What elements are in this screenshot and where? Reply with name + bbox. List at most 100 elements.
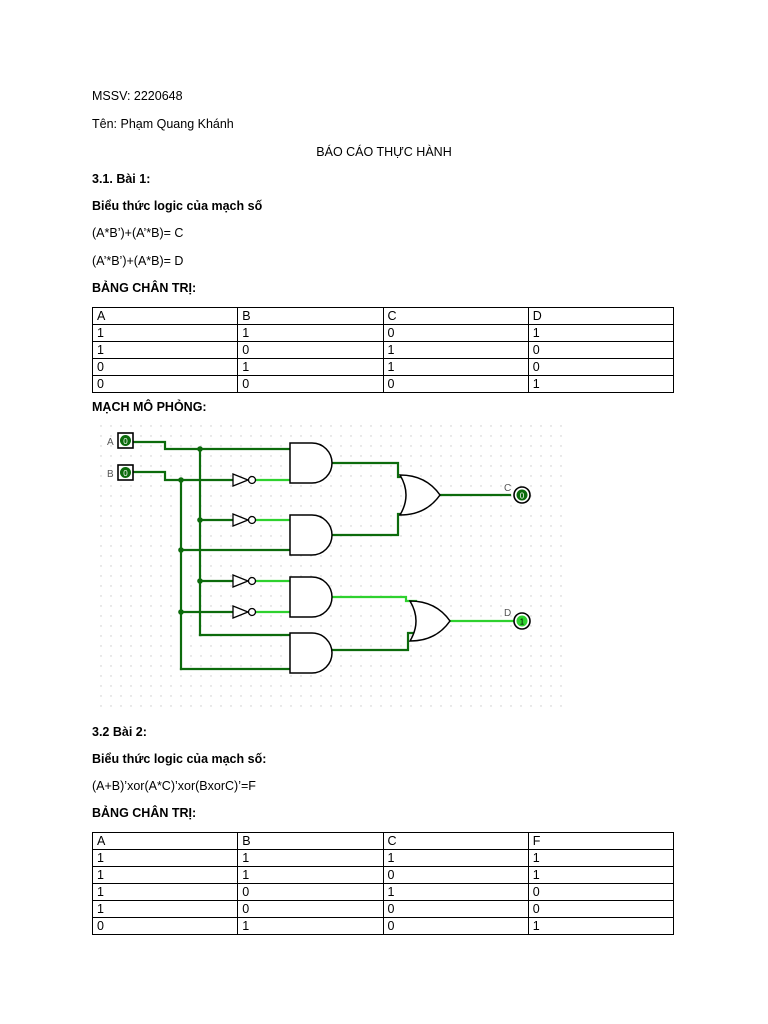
not-gate-4 xyxy=(232,605,250,619)
table-header-row: A B C F xyxy=(91,832,675,850)
table-row: 1 0 1 0 xyxy=(91,341,675,359)
not-bubble-3 xyxy=(247,576,257,586)
table-cell: 1 xyxy=(382,341,529,359)
table-cell: 0 xyxy=(237,375,384,393)
output-pin-c: C 0 xyxy=(504,483,531,504)
section1-truth-label: BẢNG CHÂN TRỊ: xyxy=(92,281,197,295)
truth-table-2: A B C F 1 1 1 1 1 1 0 1 1 0 1 0 1 0 0 0 … xyxy=(91,832,675,935)
table-cell: 1 xyxy=(527,375,675,393)
section1-expr-label: Biểu thức logic của mạch số xyxy=(92,199,263,213)
wire-junctions xyxy=(178,446,203,615)
table-cell: 1 xyxy=(91,866,239,884)
table-cell: 1 xyxy=(527,849,675,867)
section2-expr1: (A+B)’xor(A*C)’xor(BxorC)’=F xyxy=(92,779,256,793)
truth-table-1: A B C D 1 1 0 1 1 0 1 0 0 1 1 0 0 0 0 1 xyxy=(91,307,675,393)
header-cell: D xyxy=(527,307,675,325)
circuit-label: MẠCH MÔ PHỎNG: xyxy=(92,400,207,414)
table-row: 0 1 0 1 xyxy=(91,917,675,935)
not-gate-1 xyxy=(232,473,250,487)
input-a-value: 0 xyxy=(123,437,128,446)
or-gate-d xyxy=(408,600,451,642)
or-gate-c xyxy=(398,474,441,516)
table-cell: 0 xyxy=(91,375,239,393)
table-cell: 0 xyxy=(91,358,239,376)
header-cell: A xyxy=(91,832,239,850)
wire-b-trunk xyxy=(131,470,234,482)
header-cell: C xyxy=(382,832,529,850)
table-row: 1 0 0 0 xyxy=(91,900,675,918)
table-cell: 1 xyxy=(237,849,384,867)
table-cell: 1 xyxy=(382,358,529,376)
or-gates xyxy=(398,474,451,642)
section1-heading: 3.1. Bài 1: xyxy=(92,172,151,186)
table-cell: 1 xyxy=(527,324,675,342)
table-header-row: A B C D xyxy=(91,307,675,325)
table-row: 1 1 0 1 xyxy=(91,866,675,884)
header-cell: F xyxy=(527,832,675,850)
section1-expr2: (A’*B’)+(A*B)= D xyxy=(92,254,184,268)
student-name: Tên: Phạm Quang Khánh xyxy=(92,117,234,131)
not-gate-2 xyxy=(232,513,250,527)
table-cell: 1 xyxy=(527,866,675,884)
logic-circuit-diagram: A 0 B 0 C 0 D 1 xyxy=(100,425,570,710)
input-b-label: B xyxy=(107,469,114,480)
table-cell: 0 xyxy=(527,883,675,901)
table-cell: 0 xyxy=(527,900,675,918)
output-c-value: 0 xyxy=(520,492,525,501)
table-row: 0 0 0 1 xyxy=(91,375,675,393)
table-cell: 1 xyxy=(237,324,384,342)
input-pin-b[interactable]: B 0 xyxy=(107,464,134,481)
not-gates xyxy=(232,473,257,619)
and-gate-2 xyxy=(289,514,333,556)
not-gate-3 xyxy=(232,574,250,588)
and-gate-1 xyxy=(289,442,333,484)
table-cell: 0 xyxy=(382,375,529,393)
output-c-label: C xyxy=(504,483,511,494)
and-gates xyxy=(289,442,333,674)
table-cell: 1 xyxy=(527,917,675,935)
header-cell: B xyxy=(237,832,384,850)
table-row: 1 1 0 1 xyxy=(91,324,675,342)
section2-truth-label: BẢNG CHÂN TRỊ: xyxy=(92,806,197,820)
table-cell: 1 xyxy=(91,341,239,359)
not-bubble-4 xyxy=(247,607,257,617)
section1-expr1: (A*B’)+(A’*B)= C xyxy=(92,226,184,240)
table-cell: 0 xyxy=(382,324,529,342)
output-pin-d: D 1 xyxy=(504,608,531,630)
table-cell: 1 xyxy=(237,866,384,884)
table-cell: 1 xyxy=(91,324,239,342)
not-bubble-2 xyxy=(247,515,257,525)
and-gate-3 xyxy=(289,576,333,618)
header-cell: B xyxy=(237,307,384,325)
table-cell: 1 xyxy=(237,917,384,935)
table-cell: 1 xyxy=(382,849,529,867)
report-title: BÁO CÁO THỰC HÀNH xyxy=(316,145,452,159)
input-a-label: A xyxy=(107,437,114,448)
table-cell: 0 xyxy=(527,358,675,376)
section2-heading: 3.2 Bài 2: xyxy=(92,725,147,739)
table-cell: 0 xyxy=(382,866,529,884)
table-cell: 1 xyxy=(382,883,529,901)
wire-and4-out xyxy=(330,631,418,652)
output-d-value: 1 xyxy=(520,618,525,627)
mssv-line: MSSV: 2220648 xyxy=(92,89,183,103)
input-pin-a[interactable]: A 0 xyxy=(107,432,134,449)
table-cell: 0 xyxy=(527,341,675,359)
header-cell: A xyxy=(91,307,239,325)
header-cell: C xyxy=(382,307,529,325)
table-cell: 0 xyxy=(237,900,384,918)
and-gate-4 xyxy=(289,632,333,674)
wire-a-trunk xyxy=(131,440,292,451)
section2-expr-label: Biểu thức logic của mạch số: xyxy=(92,752,267,766)
not-bubble-1 xyxy=(247,475,257,485)
wires-low xyxy=(131,440,512,671)
table-cell: 0 xyxy=(382,917,529,935)
table-row: 1 1 1 1 xyxy=(91,849,675,867)
table-row: 0 1 1 0 xyxy=(91,358,675,376)
table-cell: 0 xyxy=(382,900,529,918)
table-cell: 1 xyxy=(91,900,239,918)
grid-background xyxy=(100,425,570,710)
table-cell: 0 xyxy=(237,341,384,359)
table-row: 1 0 1 0 xyxy=(91,883,675,901)
table-cell: 1 xyxy=(91,849,239,867)
